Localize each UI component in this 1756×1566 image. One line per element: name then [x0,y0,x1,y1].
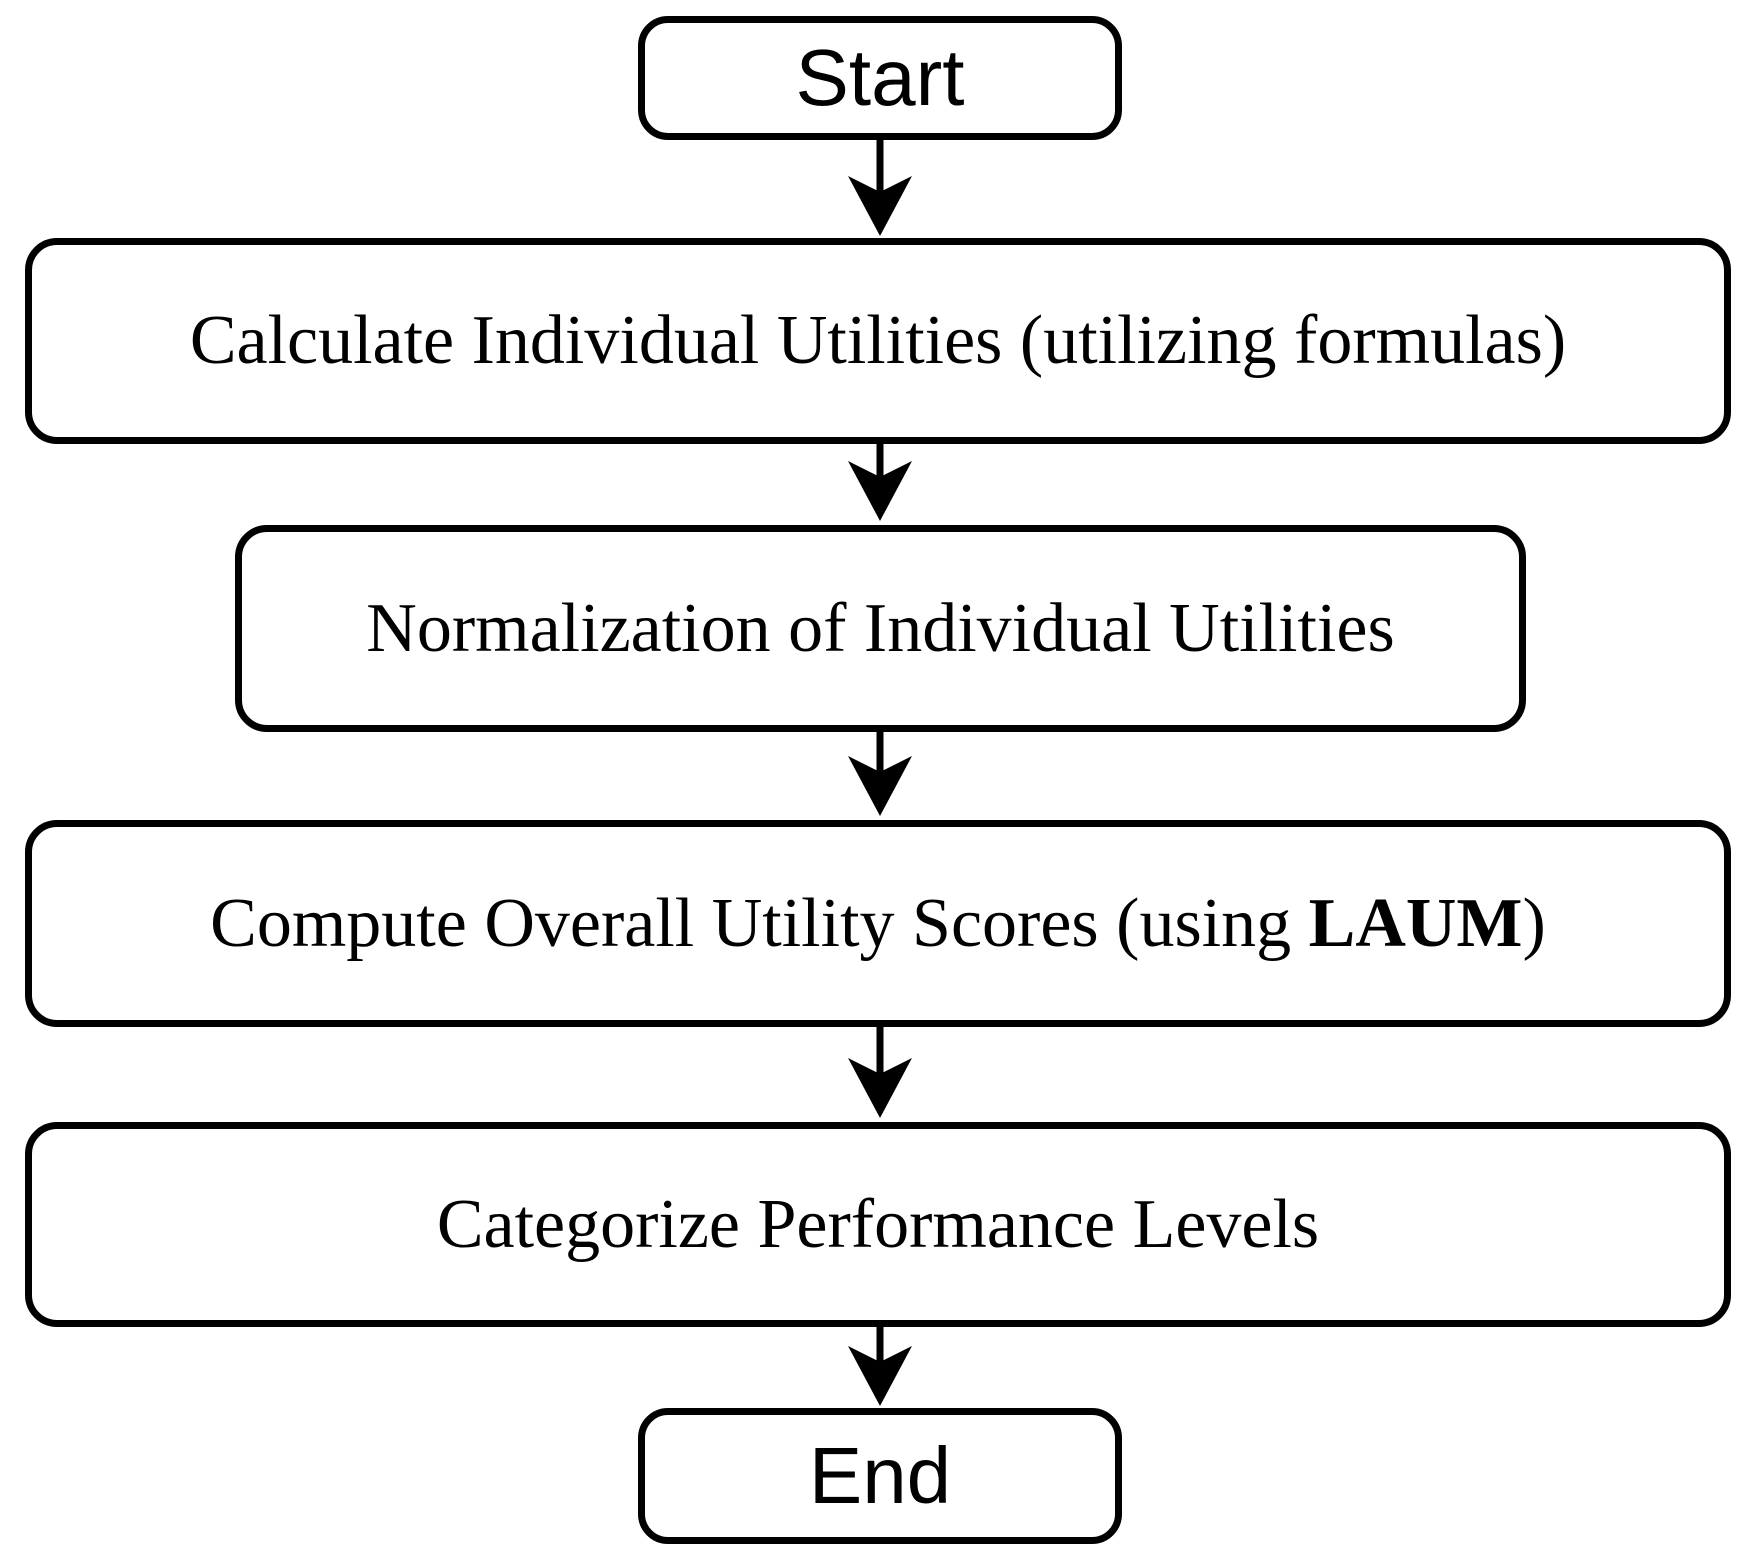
flow-arrow-step3-to-step4 [848,1026,912,1118]
flow-arrow-step1-to-step2 [848,444,912,521]
node-start-label: Start [795,33,965,122]
node-compute-label: Compute Overall Utility Scores (using LA… [210,887,1546,961]
flowchart-node-start: Start [638,16,1122,140]
flow-arrow-step2-to-step3 [848,731,912,816]
flowchart-node-normalization: Normalization of Individual Utilities [235,525,1526,732]
flow-arrow-start-to-step1 [848,140,912,236]
node-normalization-label: Normalization of Individual Utilities [366,589,1395,667]
node-end-label: End [808,1431,952,1520]
flowchart-node-end: End [638,1408,1122,1544]
node-compute-label-laum: LAUM [1308,884,1523,962]
flow-arrow-step4-to-end [848,1326,912,1406]
flowchart-node-categorize-performance: Categorize Performance Levels [25,1122,1731,1327]
node-compute-label-prefix: Compute Overall Utility Scores (using [210,884,1309,962]
node-categorize-label: Categorize Performance Levels [436,1185,1320,1263]
flowchart-node-calculate-individual-utilities: Calculate Individual Utilities (utilizin… [25,238,1731,444]
node-compute-label-suffix: ) [1522,884,1546,962]
node-calculate-label: Calculate Individual Utilities (utilizin… [189,302,1567,380]
flowchart-node-compute-overall-scores: Compute Overall Utility Scores (using LA… [25,820,1731,1027]
